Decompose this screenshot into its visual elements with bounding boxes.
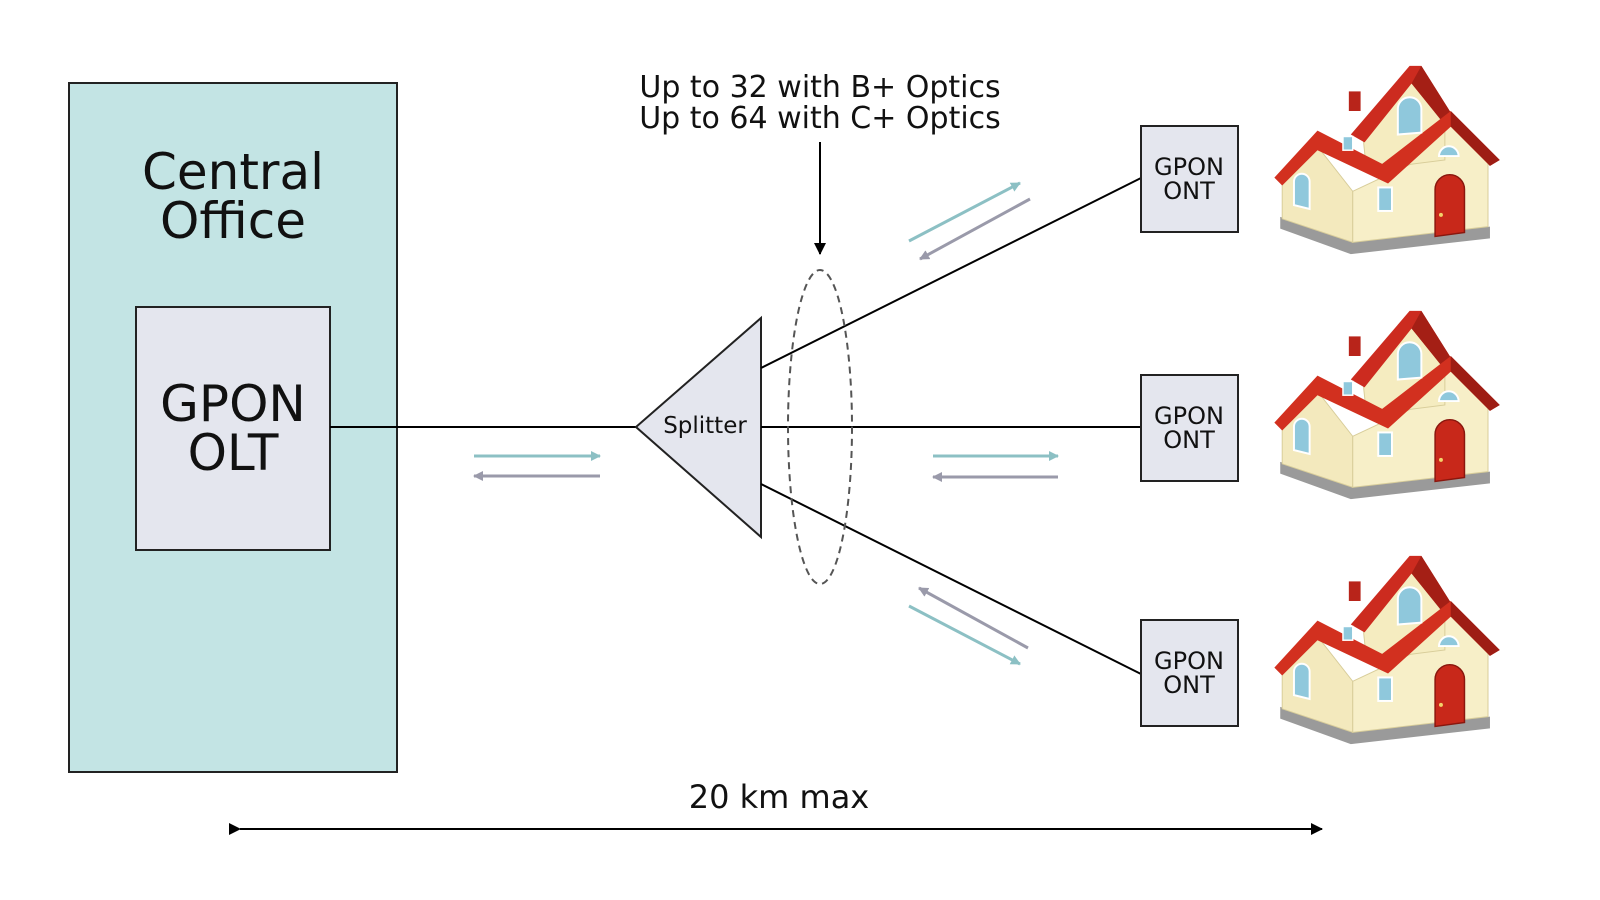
house-icon — [1273, 554, 1501, 746]
upstream-arrow-top — [919, 197, 1031, 261]
downstream-arrow-top — [908, 181, 1021, 243]
downstream-arrow-bottom — [908, 604, 1021, 666]
split-note-line2: Up to 64 with C+ Optics — [639, 101, 1001, 136]
split-note-line1: Up to 32 with B+ Optics — [639, 70, 1000, 105]
branch-fiber-bottom — [760, 483, 1142, 675]
ont-top-label-line1: GPON — [1154, 153, 1224, 181]
ont-middle: GPON ONT — [1140, 374, 1239, 482]
olt-label-line2: OLT — [188, 424, 279, 482]
central-office-title-line1: Central — [142, 143, 324, 201]
distance-label: 20 km max — [689, 778, 869, 816]
branch-fiber-top — [760, 177, 1142, 369]
house-icon — [1273, 64, 1501, 256]
ont-bottom-label-line2: ONT — [1163, 671, 1215, 699]
olt-label-line1: GPON — [160, 375, 306, 433]
house-icon — [1273, 309, 1501, 501]
ont-top-label-line2: ONT — [1163, 177, 1215, 205]
splitter-label: Splitter — [663, 413, 747, 439]
ont-middle-label-line1: GPON — [1154, 402, 1224, 430]
ont-bottom-label-line1: GPON — [1154, 647, 1224, 675]
ont-middle-label-line2: ONT — [1163, 426, 1215, 454]
ont-top: GPON ONT — [1140, 125, 1239, 233]
split-group-ellipse — [787, 269, 853, 585]
upstream-arrow-bottom — [918, 586, 1029, 650]
central-office-title-line2: Office — [160, 192, 306, 250]
ont-bottom: GPON ONT — [1140, 619, 1239, 727]
olt-box — [135, 306, 331, 551]
